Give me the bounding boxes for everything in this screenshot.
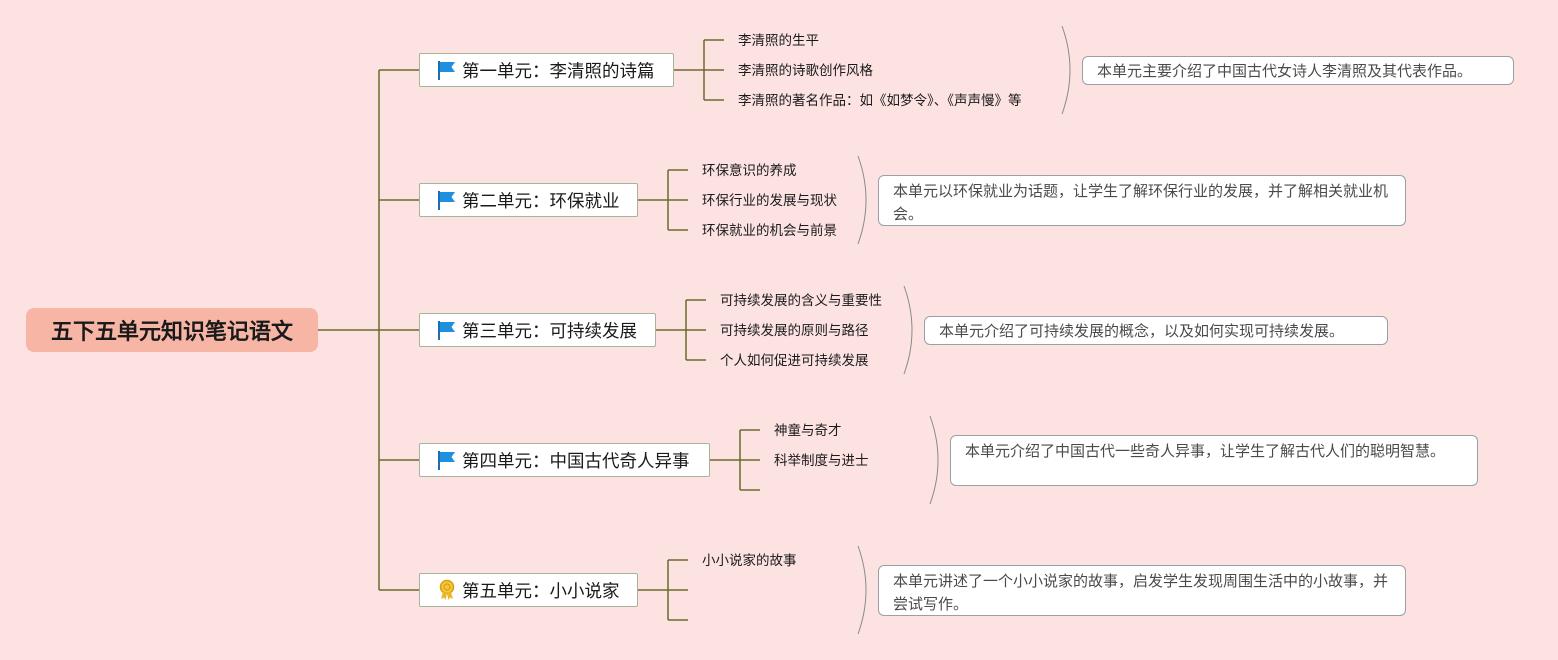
unit-2-topic-2[interactable]: 环保行业的发展与现状: [702, 193, 837, 209]
unit-3-topic-1[interactable]: 可持续发展的含义与重要性: [720, 293, 882, 309]
topics-connector-unit-5: [638, 559, 688, 621]
unit-5-label: 第五单元：小小说家: [462, 581, 620, 602]
unit-1-topic-2[interactable]: 李清照的诗歌创作风格: [738, 63, 873, 79]
unit-1-label: 第一单元：李清照的诗篇: [462, 61, 655, 82]
unit-3-summary-text: 本单元介绍了可持续发展的概念，以及如何实现可持续发展。: [939, 322, 1345, 340]
topics-connector-unit-1: [674, 39, 724, 101]
summary-brace-unit-2: [857, 155, 867, 245]
unit-1-summary-text: 本单元主要介绍了中国古代女诗人李清照及其代表作品。: [1097, 62, 1473, 80]
unit-4-topic-1[interactable]: 神童与奇才: [774, 423, 842, 439]
unit-1-topic-3[interactable]: 李清照的著名作品：如《如梦令》、《声声慢》等: [738, 93, 1022, 109]
flag-icon: [436, 59, 458, 81]
unit-3-label: 第三单元：可持续发展: [462, 321, 637, 342]
unit-2-topic-3[interactable]: 环保就业的机会与前景: [702, 223, 837, 239]
flag-icon: [436, 189, 458, 211]
summary-brace-unit-5: [857, 545, 867, 635]
topics-connector-unit-3: [656, 299, 706, 361]
unit-4-topic-2[interactable]: 科举制度与进士: [774, 453, 869, 469]
unit-5-topic-1[interactable]: 小小说家的故事: [702, 553, 797, 569]
flag-icon: [436, 449, 458, 471]
unit-4-summary-text: 本单元介绍了中国古代一些奇人异事，让学生了解古代人们的聪明智慧。: [965, 442, 1446, 460]
unit-1-node[interactable]: 第一单元：李清照的诗篇: [419, 53, 674, 87]
topics-connector-unit-2: [638, 169, 688, 231]
unit-3-node[interactable]: 第三单元：可持续发展: [419, 313, 656, 347]
unit-2-node[interactable]: 第二单元：环保就业: [419, 183, 638, 217]
unit-5-summary[interactable]: 本单元讲述了一个小小说家的故事，启发学生发现周围生活中的小故事，并尝试写作。: [878, 565, 1406, 616]
root-topic[interactable]: 五下五单元知识笔记语文: [26, 308, 318, 352]
summary-brace-unit-3: [903, 285, 913, 375]
unit-5-summary-text: 本单元讲述了一个小小说家的故事，启发学生发现周围生活中的小故事，并尝试写作。: [893, 572, 1389, 613]
medal-icon: [436, 579, 458, 601]
unit-5-node[interactable]: 第五单元：小小说家: [419, 573, 638, 607]
summary-brace-unit-1: [1061, 25, 1071, 115]
unit-3-summary[interactable]: 本单元介绍了可持续发展的概念，以及如何实现可持续发展。: [924, 316, 1388, 345]
unit-4-summary[interactable]: 本单元介绍了中国古代一些奇人异事，让学生了解古代人们的聪明智慧。: [950, 435, 1478, 486]
root-title: 五下五单元知识笔记语文: [50, 320, 293, 345]
unit-2-topic-1[interactable]: 环保意识的养成: [702, 163, 797, 179]
flag-icon: [436, 319, 458, 341]
unit-2-summary[interactable]: 本单元以环保就业为话题，让学生了解环保行业的发展，并了解相关就业机会。: [878, 175, 1406, 226]
unit-3-topic-3[interactable]: 个人如何促进可持续发展: [720, 353, 869, 369]
unit-1-topic-1[interactable]: 李清照的生平: [738, 33, 819, 49]
unit-4-node[interactable]: 第四单元：中国古代奇人异事: [419, 443, 710, 477]
summary-brace-unit-4: [929, 415, 939, 505]
unit-1-summary[interactable]: 本单元主要介绍了中国古代女诗人李清照及其代表作品。: [1082, 56, 1514, 85]
unit-4-label: 第四单元：中国古代奇人异事: [462, 451, 690, 472]
unit-2-label: 第二单元：环保就业: [462, 191, 620, 212]
topics-connector-unit-4: [710, 429, 760, 491]
unit-3-topic-2[interactable]: 可持续发展的原则与路径: [720, 323, 869, 339]
unit-2-summary-text: 本单元以环保就业为话题，让学生了解环保行业的发展，并了解相关就业机会。: [893, 182, 1389, 223]
